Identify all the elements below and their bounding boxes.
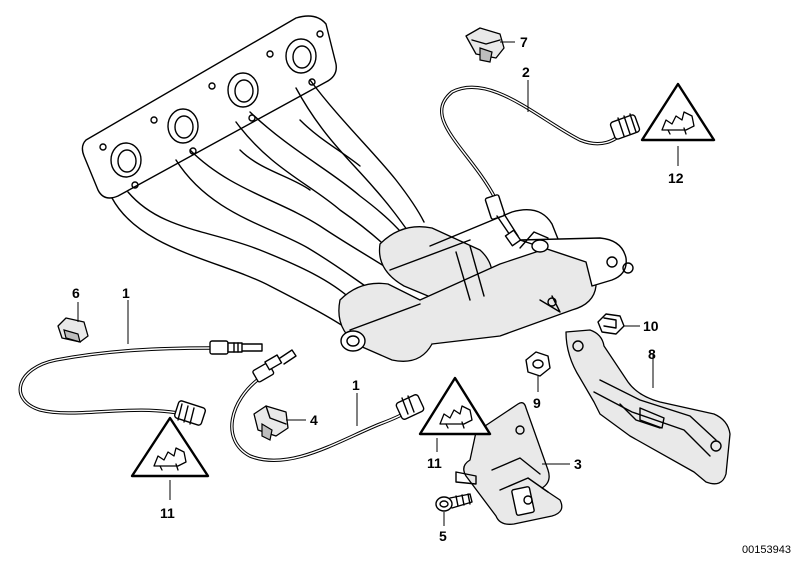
exhaust-manifold-icon bbox=[81, 15, 425, 329]
callout-2: 2 bbox=[522, 64, 530, 80]
clip-icon bbox=[57, 317, 89, 343]
nut-icon bbox=[525, 351, 551, 377]
callout-5: 5 bbox=[439, 528, 447, 544]
oxygen-sensor-icon bbox=[439, 85, 641, 247]
callout-1-left: 1 bbox=[122, 285, 130, 301]
callout-10: 10 bbox=[643, 318, 659, 334]
oxygen-sensor-icon bbox=[230, 349, 425, 462]
callout-9: 9 bbox=[533, 395, 541, 411]
callout-3: 3 bbox=[574, 456, 582, 472]
callout-7: 7 bbox=[520, 34, 528, 50]
callout-1-center: 1 bbox=[352, 377, 360, 393]
callout-12: 12 bbox=[668, 170, 684, 186]
leader-lines bbox=[77, 41, 679, 526]
callout-labels: 1 1 2 3 4 5 6 7 8 9 10 11 11 12 bbox=[72, 34, 684, 544]
callout-6: 6 bbox=[72, 285, 80, 301]
oxygen-sensor-icon bbox=[18, 340, 263, 426]
bolt-icon bbox=[597, 313, 625, 335]
warning-triangle-icon bbox=[418, 376, 492, 436]
callout-11-left: 11 bbox=[160, 505, 175, 521]
callout-11-center: 11 bbox=[427, 455, 442, 471]
callout-4: 4 bbox=[310, 412, 318, 428]
clip-icon bbox=[465, 27, 505, 63]
catalytic-converter-icon bbox=[338, 209, 634, 362]
warning-triangle-icon bbox=[130, 416, 210, 478]
clip-icon bbox=[253, 405, 289, 441]
document-id: 00153943 bbox=[742, 544, 791, 556]
callout-8: 8 bbox=[648, 346, 656, 362]
warning-triangle-icon bbox=[640, 82, 716, 142]
heat-shield-icon bbox=[565, 329, 731, 485]
bolt-icon bbox=[435, 493, 473, 512]
